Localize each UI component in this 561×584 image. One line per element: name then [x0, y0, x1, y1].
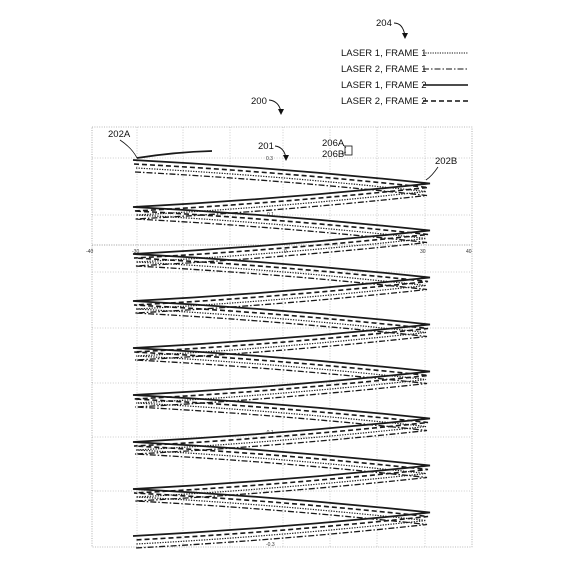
y-tick-label: 0.3: [266, 156, 273, 162]
ref-pattern-arrowhead: [278, 109, 284, 115]
ref-detail-a-label: 206A: [322, 138, 345, 149]
ref-legend-label: 204: [376, 18, 392, 29]
trace-laser2-frame2: [133, 163, 429, 541]
ref-detail-b-leader: [341, 151, 347, 155]
y-tick-label: -0.3: [266, 542, 275, 548]
trace-start-segment: [136, 150, 213, 159]
ref-right-leader: [425, 166, 439, 181]
x-axis-right-end-label: 40: [466, 249, 472, 255]
ref-detail-box: [344, 145, 353, 156]
ref-pattern-label: 200: [251, 96, 267, 107]
legend-label: LASER 2, FRAME 1: [341, 64, 427, 75]
trace-laser1-frame1: [135, 167, 427, 545]
plot-grid: [92, 127, 472, 547]
legend: LASER 1, FRAME 1 LASER 2, FRAME 1 LASER …: [341, 48, 468, 107]
ref-right-label: 202B: [435, 156, 457, 167]
ref-detail-b-label: 206B: [322, 149, 344, 160]
scan-traces: [132, 150, 431, 549]
legend-label: LASER 1, FRAME 2: [341, 80, 427, 91]
trace-laser1-frame2: [132, 159, 431, 537]
trace-laser2-frame1: [134, 171, 428, 549]
x-tick-label: -30: [132, 249, 139, 255]
ref-left-label: 202A: [108, 129, 131, 140]
legend-label: LASER 2, FRAME 2: [341, 96, 427, 107]
x-tick-label: 30: [420, 249, 426, 255]
ref-center-arrowhead: [283, 155, 289, 161]
legend-label: LASER 1, FRAME 1: [341, 48, 427, 59]
ref-center-label: 201: [258, 141, 274, 152]
ref-left-leader: [119, 139, 138, 159]
ref-detail-a-leader: [341, 142, 347, 149]
ref-legend-arrowhead: [402, 33, 408, 39]
x-axis-left-end-label: -40: [86, 249, 93, 255]
plot-frame: [91, 126, 473, 548]
